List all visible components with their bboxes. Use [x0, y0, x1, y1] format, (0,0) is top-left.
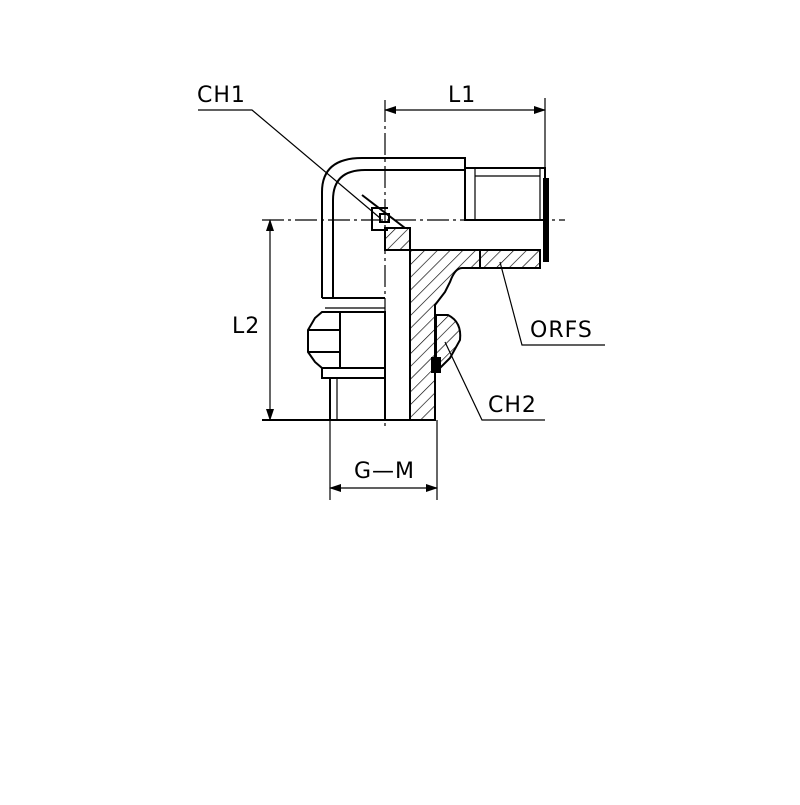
- hex-nut: [307, 307, 386, 369]
- orfs-face-seal: [543, 178, 549, 262]
- hatched-orfs-wall: [479, 249, 541, 269]
- dimension-l1: [384, 98, 546, 178]
- orfs-underside: [480, 262, 541, 269]
- hex-nut-outline: [307, 311, 386, 369]
- hatched-seal-ring: [435, 314, 462, 369]
- elbow-inner-contour: [332, 169, 465, 298]
- label-l1: L1: [448, 83, 476, 108]
- ch2-leader: [444, 341, 545, 421]
- ch1-leader: [198, 109, 381, 219]
- elbow-outer-contour: [321, 157, 466, 298]
- bend-bore-edge: [361, 194, 406, 229]
- ch1-indicator: [371, 207, 390, 231]
- label-ch1: CH1: [197, 83, 246, 108]
- orfs-stub: [464, 167, 549, 262]
- dimension-gm: [329, 420, 438, 500]
- ch1-bracket: [371, 207, 388, 231]
- threaded-stud: [262, 367, 435, 421]
- orfs-leader: [499, 261, 605, 346]
- label-gm: G—M: [354, 459, 415, 484]
- label-ch2: CH2: [488, 393, 537, 418]
- hatched-wall: [384, 227, 481, 421]
- stud-thread-body: [329, 377, 386, 421]
- label-orfs: ORFS: [530, 318, 593, 343]
- leaders: [198, 109, 605, 421]
- stud-collar: [321, 367, 386, 379]
- label-l2: L2: [232, 314, 260, 339]
